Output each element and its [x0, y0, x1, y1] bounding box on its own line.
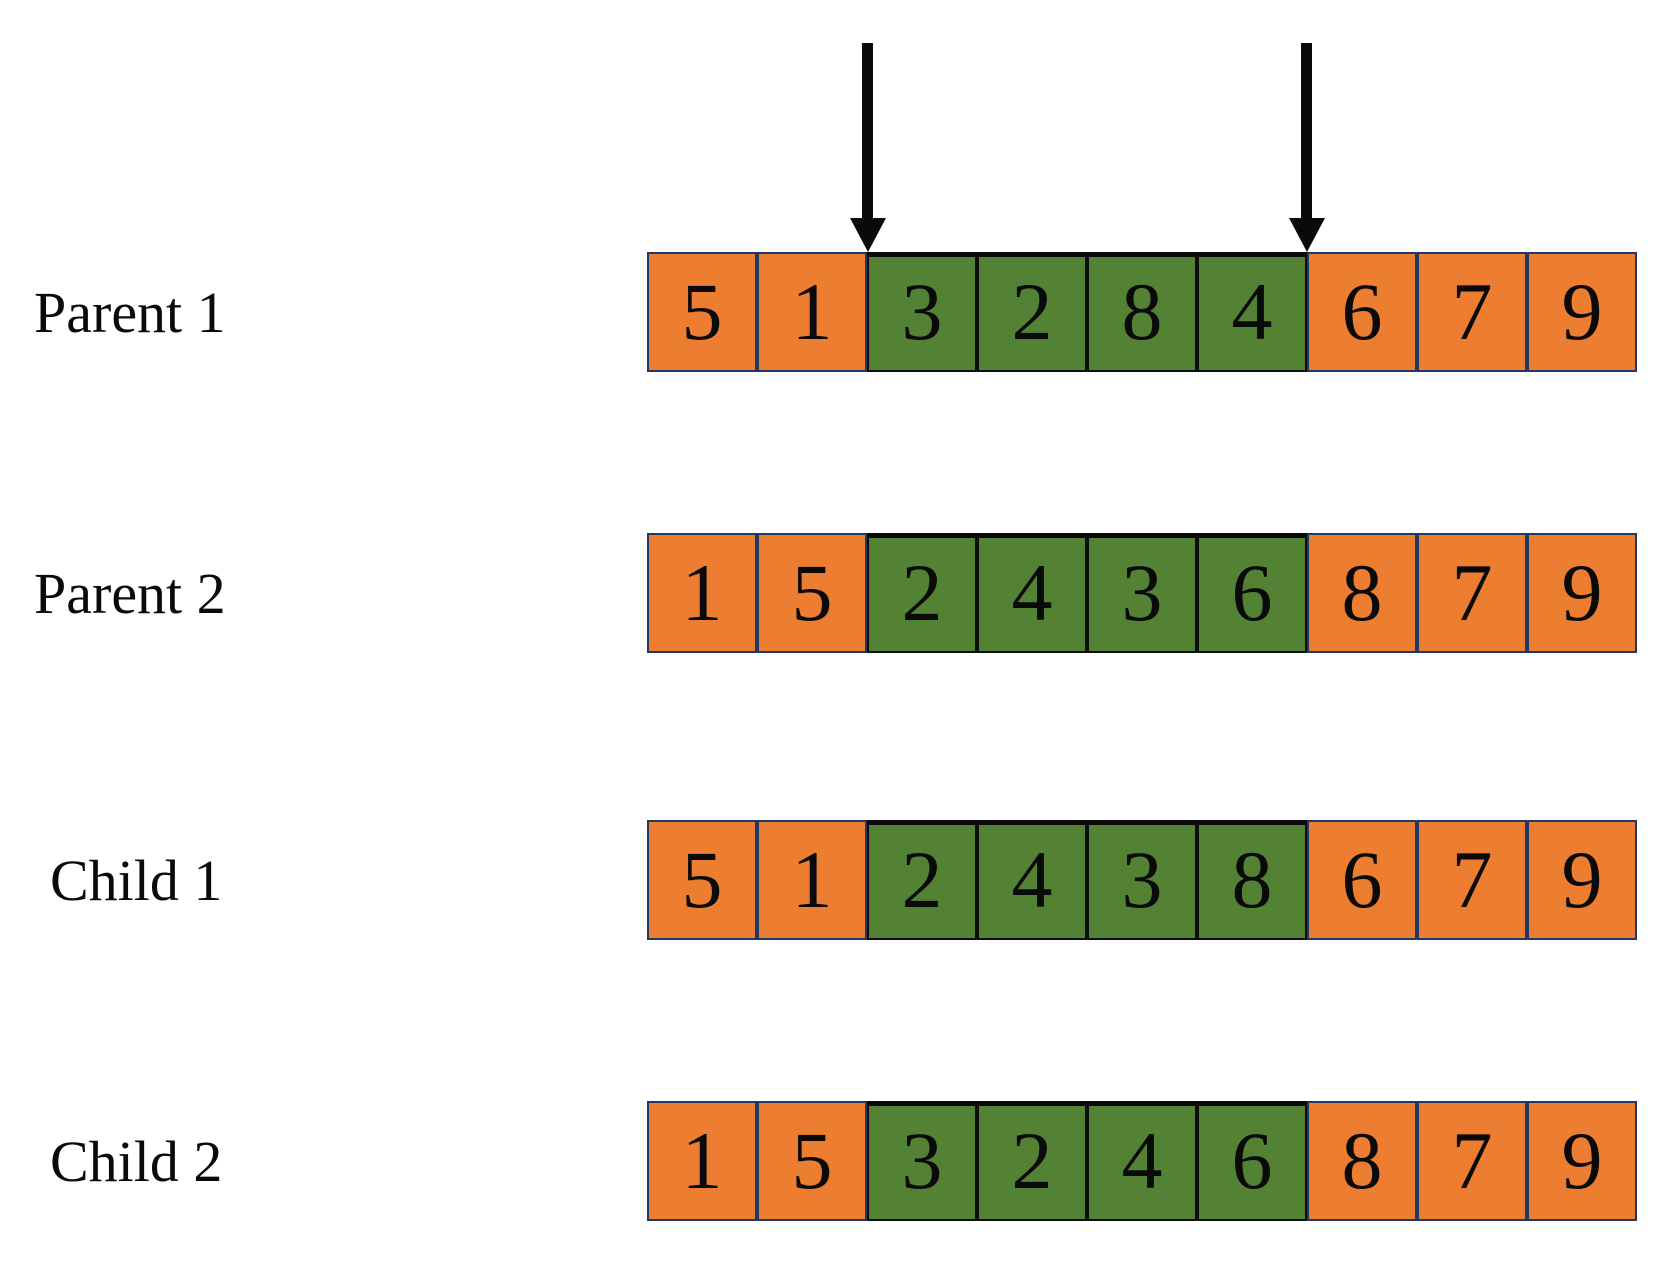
gene-cell: 2: [867, 820, 977, 940]
gene-cell: 6: [1307, 820, 1417, 940]
gene-cell: 6: [1197, 1101, 1307, 1221]
gene-cell: 2: [867, 533, 977, 653]
crossover-segment-line: [867, 533, 1307, 538]
gene-cell: 5: [757, 533, 867, 653]
gene-cell: 7: [1417, 533, 1527, 653]
crossover-point-right-arrow-down-icon: [1289, 43, 1325, 252]
gene-cell: 3: [1087, 820, 1197, 940]
gene-cell: 7: [1417, 820, 1527, 940]
gene-cell: 9: [1527, 533, 1637, 653]
gene-cell: 2: [977, 252, 1087, 372]
gene-cell: 2: [977, 1101, 1087, 1221]
arrow-head: [1289, 218, 1325, 252]
crossover-segment-line: [867, 820, 1307, 825]
gene-cell: 1: [757, 252, 867, 372]
gene-cell: 4: [1087, 1101, 1197, 1221]
gene-cell: 5: [647, 252, 757, 372]
gene-cell: 3: [867, 252, 977, 372]
gene-cell: 9: [1527, 1101, 1637, 1221]
gene-cell: 1: [757, 820, 867, 940]
gene-cell: 9: [1527, 252, 1637, 372]
row-label-parent-1: Parent 1: [34, 279, 226, 345]
gene-cell: 8: [1307, 533, 1417, 653]
gene-cell: 4: [977, 533, 1087, 653]
gene-cell: 8: [1197, 820, 1307, 940]
arrow-head: [850, 218, 886, 252]
crossover-segment-line: [867, 1101, 1307, 1106]
arrow-shaft: [862, 43, 873, 219]
gene-cell: 1: [647, 1101, 757, 1221]
arrow-shaft: [1301, 43, 1312, 219]
crossover-point-left-arrow-down-icon: [850, 43, 886, 252]
row-label-child-1: Child 1: [50, 847, 223, 913]
row-label-parent-2: Parent 2: [34, 560, 226, 626]
gene-cell: 5: [647, 820, 757, 940]
gene-cell: 5: [757, 1101, 867, 1221]
gene-cell: 6: [1197, 533, 1307, 653]
gene-cell: 4: [1197, 252, 1307, 372]
gene-cell: 7: [1417, 1101, 1527, 1221]
gene-cell: 1: [647, 533, 757, 653]
gene-cell: 3: [1087, 533, 1197, 653]
gene-cell: 3: [867, 1101, 977, 1221]
gene-cell: 6: [1307, 252, 1417, 372]
gene-cell: 8: [1307, 1101, 1417, 1221]
crossover-segment-line: [867, 252, 1307, 257]
gene-cell: 9: [1527, 820, 1637, 940]
gene-cell: 4: [977, 820, 1087, 940]
row-label-child-2: Child 2: [50, 1128, 223, 1194]
gene-cell: 7: [1417, 252, 1527, 372]
gene-cell: 8: [1087, 252, 1197, 372]
